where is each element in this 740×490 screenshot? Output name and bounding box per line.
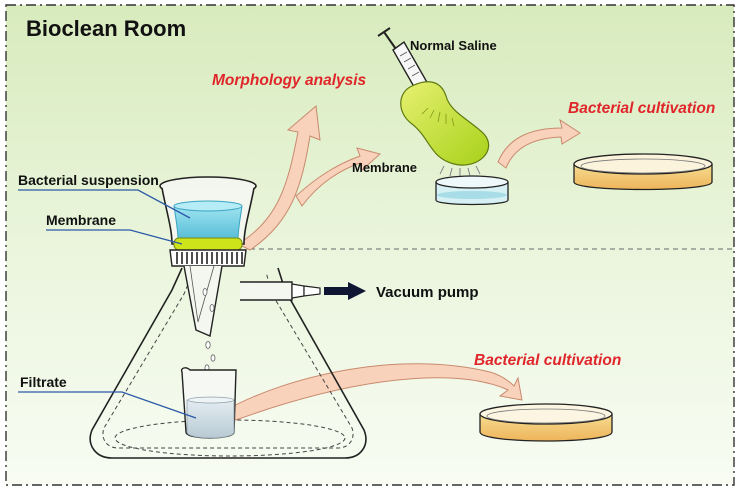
page-title: Bioclean Room — [26, 16, 187, 41]
vacuum-side-arm — [240, 281, 321, 301]
label-membrane-left: Membrane — [46, 212, 117, 228]
arrow-to-morphology — [236, 105, 321, 251]
erlenmeyer-flask — [89, 267, 367, 459]
filter-funnel — [159, 176, 257, 372]
leader-lines — [18, 189, 197, 419]
rinse-drops — [439, 165, 481, 178]
arrow-to-top-dish — [497, 118, 581, 169]
vacuum-arrow — [324, 282, 366, 300]
petri-dish-top — [573, 153, 713, 191]
label-morphology-analysis: Morphology analysis — [212, 72, 367, 89]
label-filtrate: Filtrate — [20, 374, 67, 390]
arrow-to-bottom-dish — [225, 363, 523, 421]
label-membrane-right: Membrane — [352, 160, 418, 175]
arrow-to-membrane — [295, 147, 382, 207]
label-bacterial-cultivation-bottom: Bacterial cultivation — [474, 352, 622, 369]
petri-dish-bottom — [479, 403, 613, 442]
room-border — [5, 4, 735, 486]
label-vacuum-pump: Vacuum pump — [376, 284, 479, 301]
label-normal-saline: Normal Saline — [410, 38, 497, 53]
label-bacterial-cultivation-top: Bacterial cultivation — [568, 100, 716, 117]
filtrate-beaker — [180, 367, 237, 439]
room-background — [6, 5, 734, 485]
rinse-dish — [435, 175, 509, 206]
label-bacterial-suspension: Bacterial suspension — [18, 172, 159, 188]
membrane-bag — [400, 81, 490, 166]
